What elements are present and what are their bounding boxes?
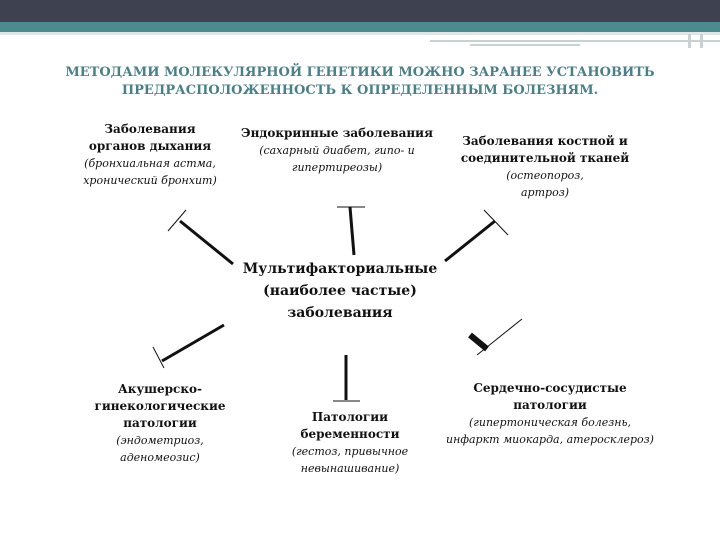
node-bone: Заболевания костной и соединительной тка…: [445, 133, 645, 201]
node-bone-detail-1: (остеопороз,: [506, 169, 584, 182]
center-line-3: заболевания: [287, 305, 393, 321]
node-obstetric-detail-2: аденомеозис): [120, 451, 200, 464]
node-obstetric: Акушерско- гинекологические патологии (э…: [75, 381, 245, 466]
connector-bone: [444, 219, 496, 263]
node-pregnancy: Патологии беременности (гестоз, привычно…: [275, 409, 425, 477]
center-line-1: Мультифакториальные: [242, 261, 438, 277]
deco-tick: [700, 34, 703, 48]
node-bone-line-1: Заболевания костной и: [462, 134, 628, 148]
node-respiratory-line-2: органов дыхания: [88, 139, 212, 153]
deco-line: [430, 40, 720, 42]
node-cardio-line-1: Сердечно-сосудистые: [473, 381, 627, 395]
center-line-2: (наиболее частые): [263, 283, 417, 299]
top-bar: [0, 0, 720, 22]
deco-tick: [688, 34, 691, 48]
node-cardio-detail-2: инфаркт миокарда, атеросклероз): [446, 433, 654, 446]
node-cardio-detail-1: (гипертоническая болезнь,: [469, 416, 631, 429]
connector-endocrine: [348, 206, 356, 256]
connector-cardio-cap: [476, 318, 523, 356]
deco-line: [600, 38, 670, 40]
accent-band-light: [0, 32, 720, 35]
connector-respiratory: [179, 219, 234, 266]
node-pregnancy-detail-1: (гестоз, привычное: [291, 445, 409, 458]
connector-obstetric: [161, 323, 225, 363]
node-endocrine-line-1: Эндокринные заболевания: [241, 126, 433, 140]
node-cardio-line-2: патологии: [513, 398, 587, 412]
node-bone-line-2: соединительной тканей: [460, 151, 630, 165]
node-pregnancy-line-2: беременности: [300, 427, 400, 441]
node-pregnancy-line-1: Патологии: [311, 410, 389, 424]
node-endocrine: Эндокринные заболевания (сахарный диабет…: [232, 125, 442, 176]
connector-respiratory-cap: [167, 209, 187, 232]
node-obstetric-detail-1: (эндометриоз,: [116, 434, 204, 447]
node-respiratory-detail-2: хронический бронхит): [83, 174, 217, 187]
node-endocrine-detail-2: гипертиреозы): [291, 161, 383, 174]
node-obstetric-line-2: гинекологические: [94, 399, 226, 413]
title-line-1: МЕТОДАМИ МОЛЕКУЛЯРНОЙ ГЕНЕТИКИ МОЖНО ЗАР…: [65, 65, 655, 80]
connector-cardio: [468, 332, 489, 352]
node-pregnancy-detail-2: невынашивание): [300, 462, 400, 475]
center-node: Мультифакториальные (наиболее частые) за…: [220, 258, 460, 324]
node-respiratory-line-1: Заболевания: [104, 122, 196, 136]
node-cardio: Сердечно-сосудистые патологии (гипертони…: [430, 380, 670, 448]
node-bone-detail-2: артроз): [521, 186, 569, 199]
connector-obstetric-cap: [152, 346, 165, 369]
node-obstetric-line-1: Акушерско-: [118, 382, 202, 396]
node-respiratory: Заболевания органов дыхания (бронхиальна…: [70, 121, 230, 189]
node-respiratory-detail-1: (бронхиальная астма,: [84, 157, 216, 170]
connector-bone-cap: [483, 209, 509, 236]
node-endocrine-detail-1: (сахарный диабет, гипо- и: [259, 144, 415, 157]
slide-title: МЕТОДАМИ МОЛЕКУЛЯРНОЙ ГЕНЕТИКИ МОЖНО ЗАР…: [40, 64, 680, 100]
node-obstetric-line-3: патологии: [123, 416, 197, 430]
title-line-2: ПРЕДРАСПОЛОЖЕННОСТЬ К ОПРЕДЕЛЕННЫМ БОЛЕЗ…: [121, 83, 599, 98]
accent-band: [0, 22, 720, 32]
deco-line: [470, 44, 580, 46]
